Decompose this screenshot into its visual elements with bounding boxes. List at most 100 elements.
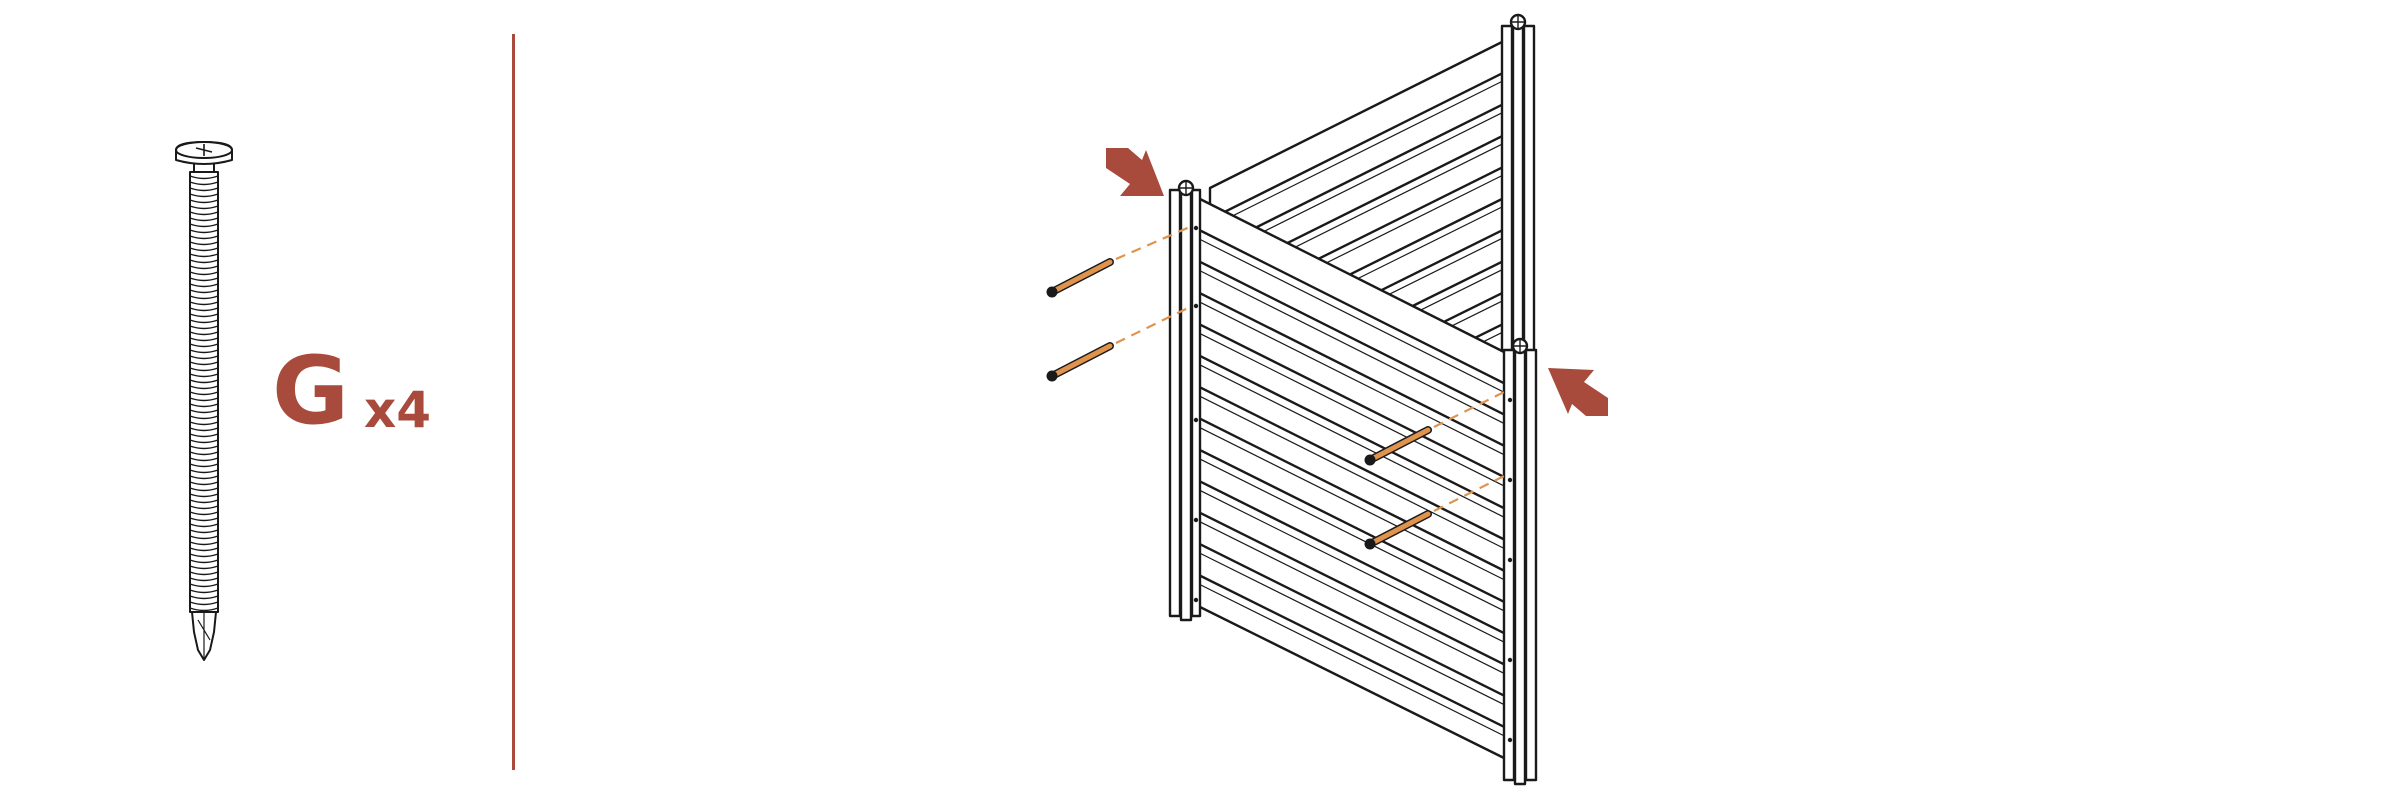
thread-ridge xyxy=(189,547,219,552)
insertion-guide-line xyxy=(1433,391,1505,428)
thread-ridge xyxy=(189,367,219,372)
thread-ridge xyxy=(189,535,219,540)
thread-ridge xyxy=(189,397,219,402)
front-slat-edge xyxy=(1197,269,1509,426)
post-hole xyxy=(1193,517,1199,523)
thread-ridge xyxy=(189,457,219,462)
thread-ridge xyxy=(189,229,219,234)
thread-ridge xyxy=(189,487,219,492)
screw-head xyxy=(1046,286,1058,298)
front-slat xyxy=(1197,448,1509,605)
left-corner-post xyxy=(1168,179,1202,622)
thread-ridge xyxy=(189,481,219,486)
front-slat-edge xyxy=(1197,583,1509,739)
thread-ridge xyxy=(189,289,219,294)
front-slat xyxy=(1197,353,1509,512)
front-slat xyxy=(1197,573,1509,730)
thread-ridge xyxy=(189,295,219,300)
front-slat xyxy=(1197,479,1509,637)
front-slat xyxy=(1197,228,1509,387)
thread-ridge xyxy=(189,313,219,318)
thread-ridge xyxy=(189,529,219,534)
thread-ridge xyxy=(189,259,219,264)
self-drilling-screw-icon xyxy=(175,141,233,661)
front-slat xyxy=(1197,416,1509,574)
post-hole xyxy=(1193,597,1199,603)
thread-ridge xyxy=(189,325,219,330)
thread-ridge xyxy=(189,541,219,546)
thread-ridge xyxy=(189,277,219,282)
post-hole xyxy=(1507,557,1513,563)
thread-ridge xyxy=(189,193,219,198)
back-corner-post xyxy=(1500,13,1536,364)
thread-ridge xyxy=(189,301,219,306)
thread-ridge xyxy=(189,391,219,396)
front-slat-edge xyxy=(1197,237,1509,395)
post-hole xyxy=(1507,737,1513,743)
post-hole xyxy=(1507,657,1513,663)
thread-ridge xyxy=(189,337,219,342)
thread-ridge xyxy=(189,181,219,186)
thread-ridge xyxy=(189,511,219,516)
thread-ridge xyxy=(189,493,219,498)
screw xyxy=(1364,426,1432,466)
front-slat-edge xyxy=(1197,332,1509,489)
thread-ridge xyxy=(189,265,219,270)
front-slat-edge xyxy=(1197,300,1509,458)
screw xyxy=(1046,258,1114,298)
thread-ridge xyxy=(189,211,219,216)
post-hole xyxy=(1507,397,1513,403)
thread-ridge xyxy=(189,469,219,474)
thread-ridge xyxy=(189,199,219,204)
thread-ridge xyxy=(189,361,219,366)
thread-ridge xyxy=(189,343,219,348)
screw-insertion-guides xyxy=(1115,224,1505,512)
back-slat xyxy=(1209,99,1511,252)
thread-ridge xyxy=(189,223,219,228)
screw-group xyxy=(1046,258,1432,550)
screw-head xyxy=(1364,454,1376,466)
part-letter-label: G xyxy=(272,337,349,446)
front-slat-edge xyxy=(1197,363,1509,520)
insertion-guide-line xyxy=(1115,305,1193,344)
right-corner-post xyxy=(1502,337,1538,786)
thread-ridge xyxy=(189,523,219,528)
thread-ridge xyxy=(189,553,219,558)
thread-ridge xyxy=(189,385,219,390)
screw xyxy=(1364,510,1432,550)
thread-ridge xyxy=(189,559,219,564)
insert-direction-arrow-icon xyxy=(1106,148,1164,196)
thread-ridge xyxy=(189,187,219,192)
thread-ridge xyxy=(189,595,219,600)
thread-ridge xyxy=(189,589,219,594)
thread-ridge xyxy=(189,319,219,324)
front-slat xyxy=(1197,542,1509,699)
thread-ridge xyxy=(189,445,219,450)
thread-ridge xyxy=(189,463,219,468)
front-slat-edge xyxy=(1197,488,1509,645)
front-slat xyxy=(1197,510,1509,668)
part-quantity-label: x4 xyxy=(364,381,432,439)
front-slat-edge xyxy=(1197,551,1509,708)
thread-ridge xyxy=(189,427,219,432)
screw-head xyxy=(1046,370,1058,382)
thread-ridge xyxy=(189,583,219,588)
thread-ridge xyxy=(189,517,219,522)
thread-ridge xyxy=(189,247,219,252)
front-slat xyxy=(1197,385,1509,543)
thread-ridge xyxy=(189,475,219,480)
front-slat-edge xyxy=(1197,426,1509,583)
thread-ridge xyxy=(189,451,219,456)
insertion-guide-line xyxy=(1115,224,1193,261)
thread-ridge xyxy=(189,331,219,336)
thread-ridge xyxy=(189,373,219,378)
thread-ridge xyxy=(189,217,219,222)
thread-ridge xyxy=(189,349,219,354)
back-slat-edge xyxy=(1209,76,1511,228)
thread-ridge xyxy=(189,175,219,180)
screw xyxy=(1046,342,1114,382)
thread-ridge xyxy=(189,433,219,438)
front-slat xyxy=(1197,259,1509,418)
